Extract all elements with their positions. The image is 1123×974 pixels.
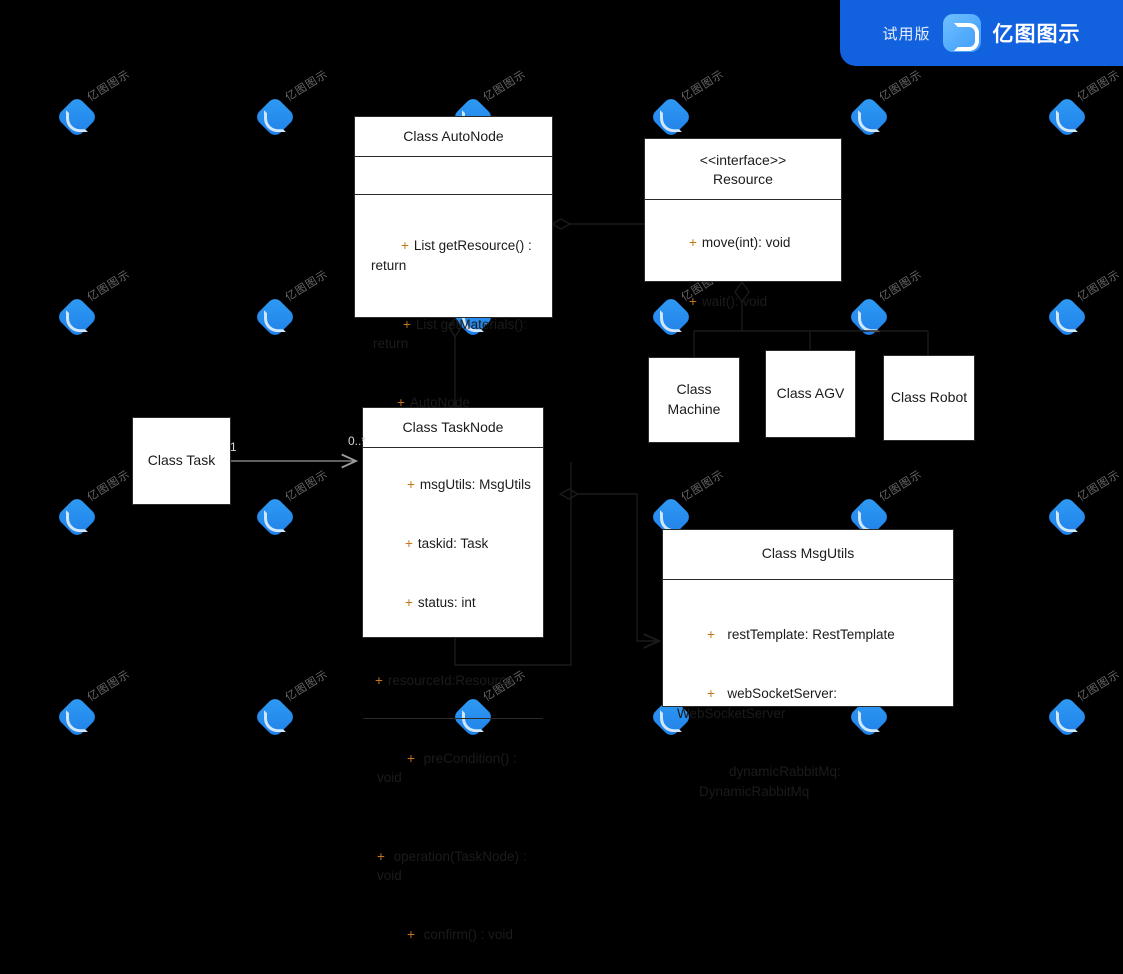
- class-attribute-row: dynamicRabbitMq: DynamicRabbitMq: [671, 743, 945, 821]
- class-title-msgutils: Class MsgUtils: [761, 545, 855, 561]
- visibility-marker: +: [377, 848, 385, 864]
- visibility-marker: +: [407, 750, 415, 766]
- class-methods-resource: +move(int): void +wait(): void: [645, 198, 841, 341]
- class-attribute-row: +status: int: [371, 573, 535, 632]
- method-signature: List getResource() : return: [371, 238, 536, 274]
- visibility-marker: +: [407, 477, 415, 493]
- attribute-signature: resourceId:Resource: [387, 673, 514, 689]
- class-attributes-tasknode: +msgUtils: MsgUtils +taskid: Task +statu…: [363, 446, 543, 718]
- visibility-marker: +: [707, 686, 715, 702]
- class-attribute-row: + restTemplate: RestTemplate: [671, 606, 945, 665]
- class-title-resource: <<interface>> Resource: [645, 139, 841, 199]
- edge-tasknode-msgutils: [558, 488, 662, 649]
- edge-multiplicity-target: 0..*: [348, 434, 367, 448]
- class-box-autonode[interactable]: Class AutoNode +List getResource() : ret…: [354, 116, 553, 430]
- method-signature: operation(TaskNode) : void: [377, 848, 531, 884]
- attribute-signature: msgUtils: MsgUtils: [419, 477, 531, 493]
- class-method-row: +wait(): void: [653, 272, 833, 331]
- class-title-agv: Class AGV: [776, 385, 845, 402]
- class-attribute-row: + webSocketServer: WebSocketServer: [671, 665, 945, 743]
- visibility-marker: +: [401, 238, 409, 254]
- method-signature: move(int): void: [701, 235, 791, 251]
- class-method-row: + confirm() : void: [371, 905, 535, 964]
- method-signature: wait(): void: [701, 294, 768, 310]
- visibility-marker: +: [707, 627, 715, 643]
- trial-label: 试用版: [882, 25, 931, 43]
- visibility-marker: +: [407, 926, 415, 942]
- class-attribute-row: +resourceId:Resource: [371, 632, 535, 710]
- edraw-logo-icon: [942, 14, 981, 52]
- attribute-signature: restTemplate: RestTemplate: [727, 627, 895, 643]
- class-attribute-row: +taskid: Task: [371, 515, 535, 574]
- attribute-signature: taskid: Task: [417, 536, 489, 552]
- method-signature: confirm() : void: [423, 926, 513, 942]
- attribute-signature: webSocketServer: WebSocketServer: [677, 686, 841, 721]
- uml-class-diagram: Class AutoNode +List getResource() : ret…: [132, 116, 975, 942]
- brand-name: 亿图图示: [992, 23, 1081, 46]
- class-attribute-row: +msgUtils: MsgUtils: [371, 456, 535, 515]
- class-box-robot[interactable]: Class Robot: [883, 355, 975, 441]
- class-title-autonode: Class AutoNode: [403, 128, 504, 144]
- trial-banner[interactable]: 试用版 亿图图示: [840, 0, 1123, 66]
- edge-multiplicity-source: 1: [230, 440, 237, 454]
- class-box-msgutils[interactable]: Class MsgUtils + restTemplate: RestTempl…: [662, 529, 954, 799]
- class-title-machine: Class Machine: [667, 381, 721, 417]
- attribute-signature: status: int: [417, 594, 476, 610]
- visibility-marker: +: [689, 235, 697, 251]
- class-box-tasknode[interactable]: Class TaskNode +msgUtils: MsgUtils +task…: [362, 407, 544, 942]
- class-title-task: Class Task: [147, 452, 216, 469]
- class-attributes-msgutils: + restTemplate: RestTemplate + webSocket…: [663, 578, 953, 831]
- class-methods-tasknode: + preCondition() : void + operation(Task…: [363, 718, 543, 974]
- visibility-marker: +: [403, 316, 411, 332]
- class-method-row: + operation(TaskNode) : void: [371, 807, 535, 905]
- visibility-marker: +: [397, 394, 405, 410]
- class-name-resource: Resource: [713, 170, 773, 187]
- class-method-row: +List getMaterials(): return: [363, 295, 544, 373]
- class-method-row: + preCondition() : void: [371, 729, 535, 807]
- method-signature: List getMaterials(): return: [373, 316, 531, 352]
- class-stereotype-resource: <<interface>>: [699, 152, 787, 168]
- class-box-resource[interactable]: <<interface>> Resource +move(int): void …: [644, 138, 842, 309]
- class-box-task[interactable]: Class Task: [132, 417, 231, 505]
- class-method-row: +move(int): void: [653, 214, 833, 273]
- class-method-row: +List getResource() : return: [363, 217, 544, 295]
- visibility-marker: +: [375, 673, 383, 689]
- edge-autonode-resource: [550, 218, 644, 230]
- visibility-marker: +: [689, 294, 697, 310]
- class-box-agv[interactable]: Class AGV: [765, 350, 856, 438]
- method-signature: preCondition() : void: [377, 750, 521, 786]
- class-title-robot: Class Robot: [890, 389, 968, 406]
- class-box-machine[interactable]: Class Machine: [648, 357, 740, 443]
- class-attributes-autonode: [355, 155, 552, 194]
- visibility-marker: +: [405, 536, 413, 552]
- visibility-marker: +: [405, 594, 413, 610]
- class-title-tasknode: Class TaskNode: [402, 419, 504, 435]
